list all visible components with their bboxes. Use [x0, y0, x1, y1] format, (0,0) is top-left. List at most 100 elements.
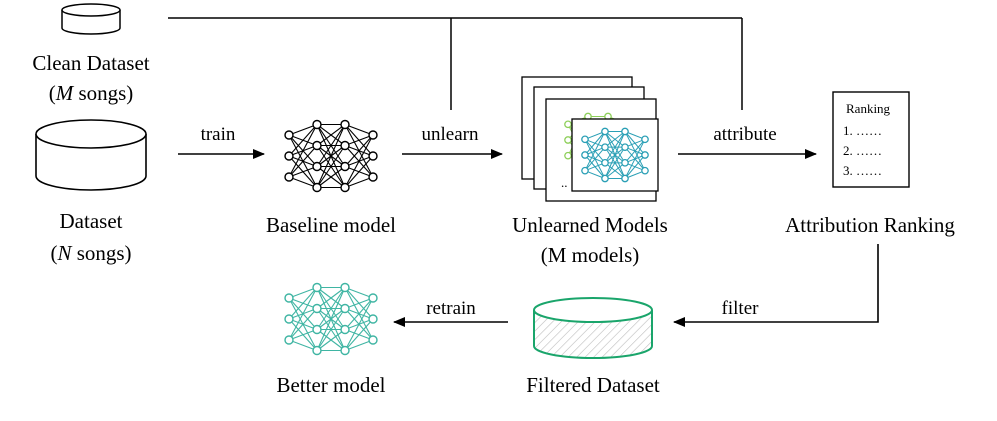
network-edge	[316, 145, 346, 188]
network-edge	[316, 124, 346, 167]
network-node	[312, 119, 322, 130]
network-edge	[624, 139, 646, 179]
network-node	[368, 130, 378, 140]
network-edge	[344, 123, 374, 136]
network-edge	[344, 297, 374, 310]
network-node	[621, 158, 629, 167]
network-edge	[288, 328, 318, 341]
network-edge	[344, 176, 374, 189]
clean-dataset-subtitle: (M songs)	[49, 81, 134, 105]
ranking-item-3: 3. ……	[843, 163, 882, 178]
network-edge	[604, 131, 626, 148]
network-node	[312, 324, 322, 335]
train-label: train	[201, 124, 236, 145]
retrain-label: retrain	[426, 298, 476, 319]
ranking-item-2: 2. ……	[843, 143, 882, 158]
ranking-doc-title: Ranking	[846, 101, 891, 116]
filtered-dataset-label: Filtered Dataset	[526, 373, 660, 397]
attribute-label: attribute	[713, 124, 776, 145]
filter-arrow	[673, 244, 879, 327]
network-edge	[584, 131, 606, 171]
unlearned-models-label: Unlearned Models	[512, 213, 668, 237]
network-node	[581, 151, 589, 159]
unlearned-models-stack: ..	[521, 76, 659, 202]
network-node	[601, 158, 609, 167]
better-model-label: Better model	[276, 373, 385, 397]
network-edge	[288, 339, 318, 352]
network-node	[564, 136, 572, 144]
network-node	[581, 135, 589, 144]
network-node	[368, 314, 378, 324]
network-node	[340, 119, 350, 130]
network-node	[312, 282, 322, 293]
filter-label: filter	[722, 298, 760, 319]
network-edge	[584, 146, 606, 171]
network-edge	[316, 329, 346, 351]
network-node	[340, 324, 350, 335]
network-node	[340, 303, 350, 314]
network-node	[284, 293, 294, 303]
network-node	[312, 140, 322, 151]
network-edge	[604, 131, 626, 164]
more-models-ellipsis: ..	[561, 175, 568, 190]
network-edge	[288, 165, 318, 178]
network-edge	[584, 131, 606, 156]
network-node	[601, 143, 609, 152]
network-edge	[344, 134, 374, 188]
network-edge	[288, 176, 318, 189]
network-node	[340, 282, 350, 293]
network-node	[601, 127, 609, 136]
dataset-title: Dataset	[60, 209, 123, 233]
dataset-cylinder-icon	[35, 119, 147, 191]
network-edge	[604, 162, 626, 179]
network-node	[368, 172, 378, 182]
dataset-subtitle: (N songs)	[50, 241, 131, 265]
unlearned-models-sublabel: (M models)	[541, 243, 640, 267]
network-node	[368, 151, 378, 161]
network-node	[641, 151, 649, 159]
network-node	[621, 127, 629, 136]
baseline-model-label: Baseline model	[266, 213, 396, 237]
network-edge	[344, 286, 374, 299]
network-node	[621, 143, 629, 152]
network-node	[340, 140, 350, 151]
network-node	[284, 172, 294, 182]
network-edge	[316, 308, 346, 351]
network-edge	[288, 287, 318, 341]
network-node	[368, 293, 378, 303]
network-edge	[288, 123, 318, 136]
network-node	[368, 335, 378, 345]
network-node	[312, 161, 322, 172]
network-edge	[316, 287, 346, 330]
network-edge	[288, 124, 318, 178]
network-edge	[604, 146, 626, 179]
network-node	[284, 314, 294, 324]
network-node	[312, 345, 322, 356]
network-node	[581, 166, 589, 175]
network-node	[340, 182, 350, 193]
network-edge	[604, 131, 626, 179]
network-node	[601, 174, 609, 183]
network-edge	[344, 297, 374, 330]
network-edge	[288, 145, 318, 178]
network-edge	[624, 139, 646, 164]
clean-dataset-cylinder-icon	[61, 3, 121, 35]
baseline-network-icon	[284, 119, 378, 193]
unlearn-label: unlearn	[422, 124, 479, 145]
network-edge	[288, 308, 318, 341]
better-network-icon	[284, 282, 378, 356]
network-edge	[288, 286, 318, 299]
network-node	[284, 130, 294, 140]
network-edge	[316, 287, 346, 351]
network-edge	[316, 287, 346, 309]
teal-network-icon	[581, 127, 649, 183]
network-edge	[316, 124, 346, 146]
network-node	[312, 182, 322, 193]
network-node	[312, 303, 322, 314]
network-edge	[288, 124, 318, 157]
network-edge	[316, 166, 346, 188]
attribution-ranking-label: Attribution Ranking	[785, 213, 955, 237]
network-edge	[344, 155, 374, 188]
network-edge	[344, 297, 374, 351]
